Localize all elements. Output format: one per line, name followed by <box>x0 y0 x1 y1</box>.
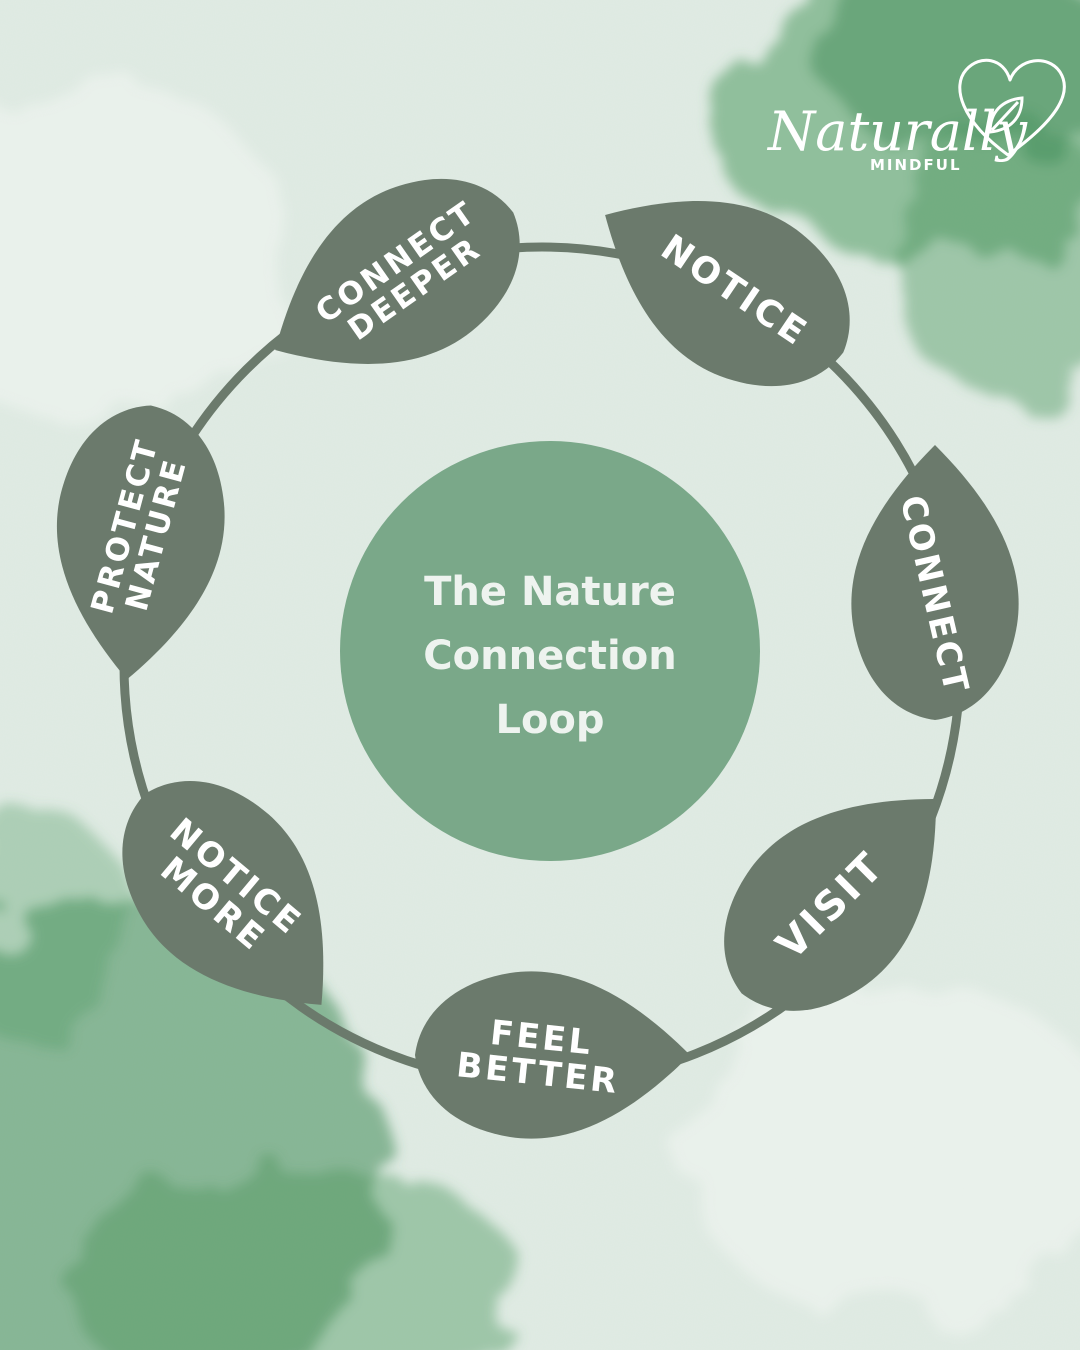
center-title-line-1: The Nature <box>424 569 676 615</box>
brand-name: Naturally <box>766 100 1028 163</box>
leaf-shape <box>56 405 225 680</box>
leaf-shape <box>415 971 690 1139</box>
center-title-line-2: Connection <box>423 633 676 679</box>
watercolor-faint-washes <box>0 80 1080 1320</box>
leaf-shape <box>122 781 324 1005</box>
center-circle <box>340 441 760 861</box>
leaf-shape <box>275 178 520 364</box>
leaf-icon <box>988 96 1024 134</box>
leaf-shape <box>605 201 850 387</box>
leaf-shape <box>851 445 1019 720</box>
brand-logo: Naturally MINDFUL <box>766 58 1066 174</box>
heart-icon <box>958 58 1066 157</box>
loop-step-2: CONNECT <box>851 445 1019 720</box>
loop-step-4: FEELBETTER <box>415 971 690 1139</box>
loop-step-5: NOTICEMORE <box>122 781 324 1005</box>
leaf-shape <box>724 798 937 1011</box>
brand-tagline: MINDFUL <box>870 156 962 174</box>
loop-step-1: NOTICE <box>605 201 850 387</box>
loop-step-6: PROTECTNATURE <box>56 405 225 680</box>
loop-step-7: CONNECTDEEPER <box>275 178 520 364</box>
loop-step-3: VISIT <box>724 798 937 1011</box>
watercolor-top-right <box>700 0 1080 400</box>
center-title-line-3: Loop <box>495 697 604 743</box>
watercolor-bottom-left <box>0 810 530 1350</box>
